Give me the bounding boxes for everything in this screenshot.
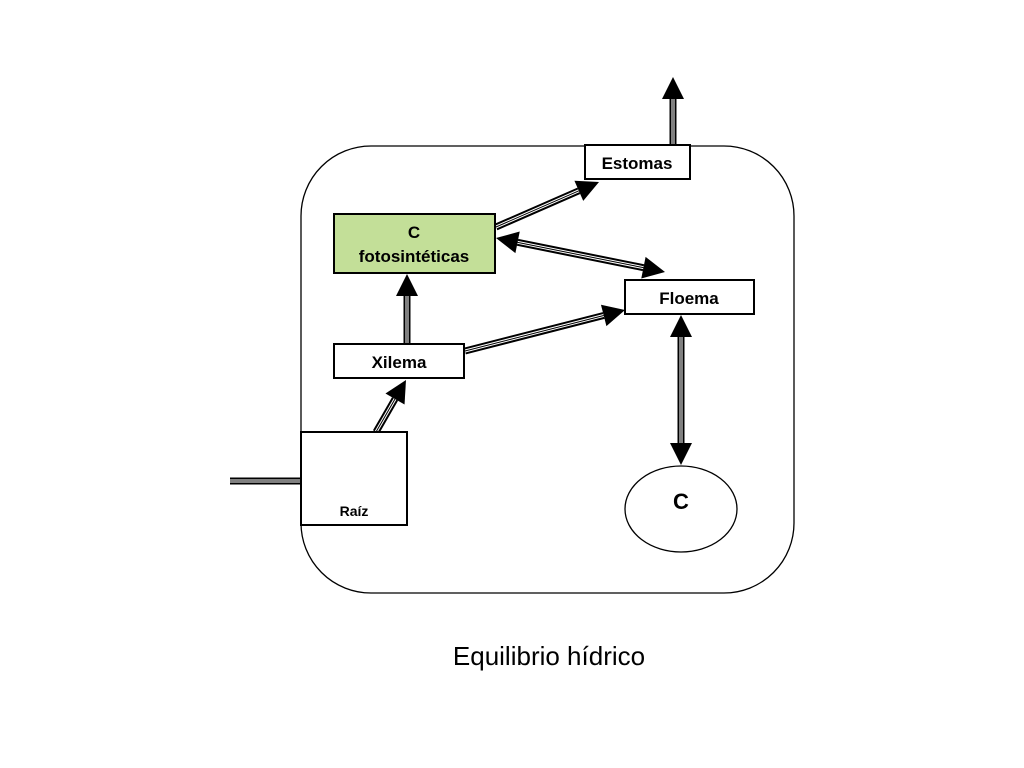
arrow-estomas-to-external	[662, 77, 684, 145]
fotosinteticas-label-line2: fotosintéticas	[359, 247, 470, 266]
plant-outline	[300, 145, 795, 594]
floema-node: Floema	[624, 279, 755, 315]
estomas-label: Estomas	[602, 154, 673, 173]
arrows-group	[230, 77, 692, 492]
fotosinteticas-box	[333, 213, 496, 274]
fotosinteticas-node: C fotosintéticas	[333, 213, 496, 274]
floema-box	[624, 279, 755, 315]
estomas-box	[584, 144, 691, 180]
c-label: C	[673, 489, 689, 514]
arrow-floema-c	[670, 315, 692, 465]
arrow-raiz-to-xilema	[372, 380, 406, 434]
diagram-caption: Equilibrio hídrico	[453, 641, 645, 671]
c-ellipse	[624, 465, 738, 553]
arrow-fotosinteticas-to-estomas	[494, 180, 599, 231]
arrow-xilema-to-fotosinteticas	[396, 274, 418, 344]
xilema-node: Xilema	[333, 343, 465, 379]
fotosinteticas-label-line1: C	[408, 223, 420, 242]
xilema-label: Xilema	[372, 353, 427, 372]
raiz-node: Raíz	[300, 431, 408, 526]
estomas-node: Estomas	[584, 144, 691, 180]
c-cell-node: C	[624, 465, 738, 553]
floema-label: Floema	[659, 289, 719, 308]
arrow-xilema-to-floema	[464, 304, 625, 355]
raiz-label: Raíz	[340, 503, 369, 519]
xilema-box	[333, 343, 465, 379]
raiz-box	[300, 431, 408, 526]
arrow-fotosinteticas-floema	[496, 231, 665, 279]
